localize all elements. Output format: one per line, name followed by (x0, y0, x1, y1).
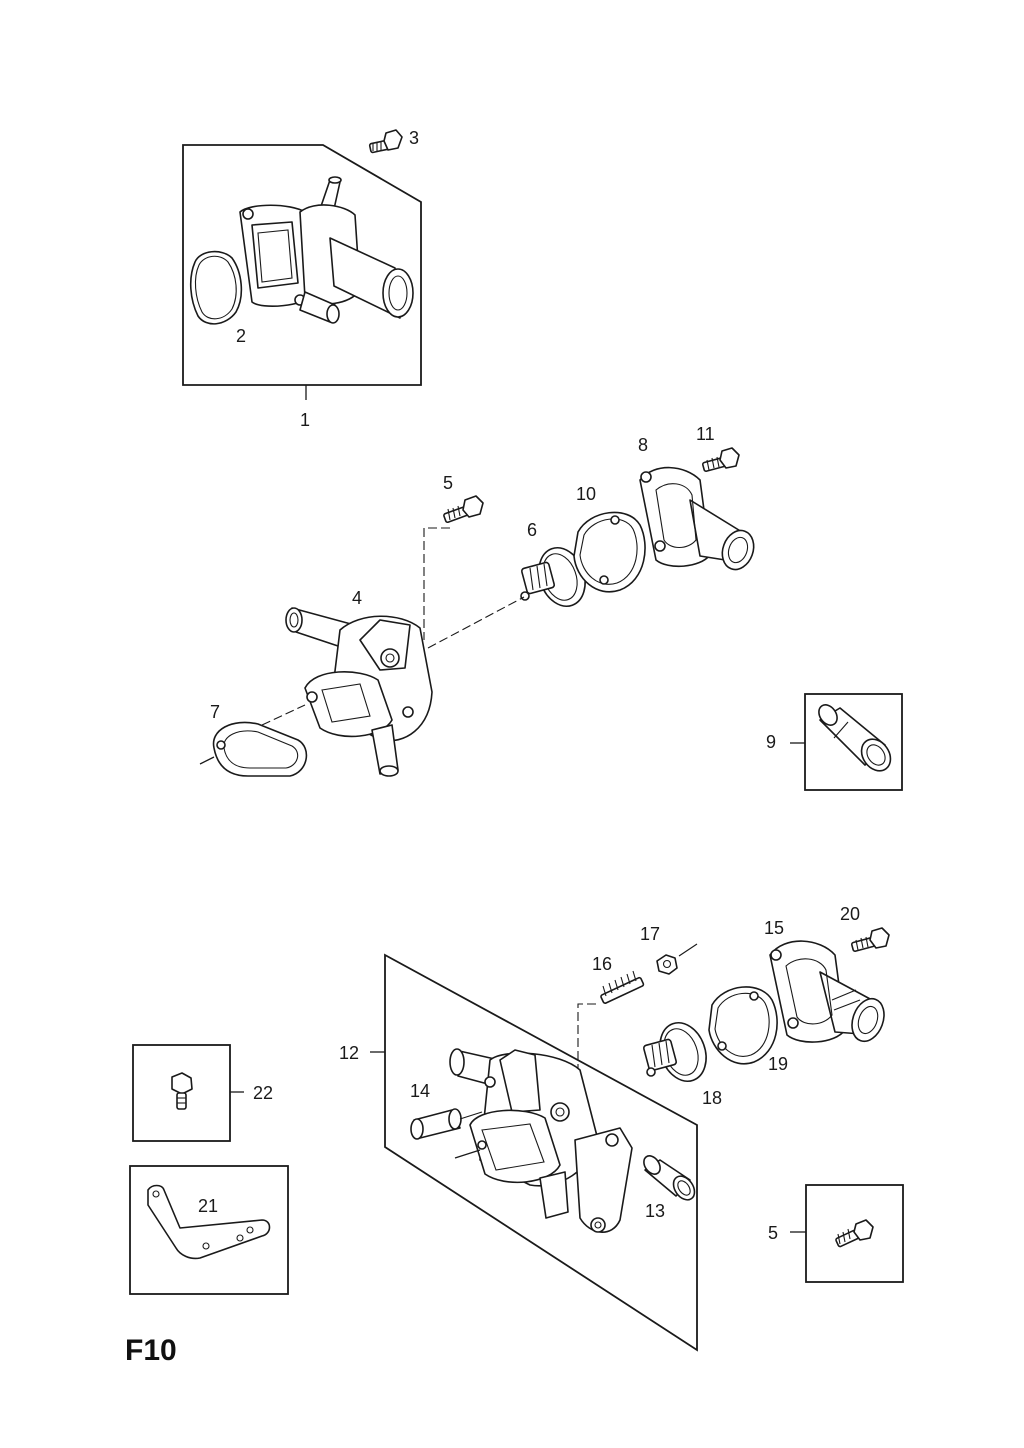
callout-11: 11 (696, 424, 715, 444)
part-10-gasket (573, 511, 646, 593)
part-12-thermostat-housing (449, 1048, 633, 1233)
assembly-line-stud-16 (577, 1003, 596, 1090)
callout-13: 13 (645, 1201, 665, 1221)
callout-1: 1 (300, 410, 310, 430)
page-code: F10 (125, 1334, 177, 1367)
callout-3: 3 (409, 128, 419, 148)
part-14-hose-pipe (410, 1108, 483, 1140)
callout-12: 12 (339, 1043, 359, 1063)
assembly-line-bolt-5 (423, 527, 450, 640)
callout-17: 17 (640, 924, 660, 944)
part-2-gasket (189, 250, 243, 325)
callout-22: 22 (253, 1083, 273, 1103)
part-22-frame (132, 1044, 244, 1142)
part-8-outlet-cover (639, 466, 755, 571)
callout-6: 6 (527, 520, 537, 540)
callout-10: 10 (576, 484, 596, 504)
part-15-outlet-cover (769, 940, 885, 1043)
callout-9: 9 (766, 732, 776, 752)
callout-20: 20 (840, 904, 860, 924)
callout-2: 2 (236, 326, 246, 346)
callout-5-lower: 5 (768, 1223, 778, 1243)
part-22-bolt (171, 1072, 193, 1110)
part-18-thermostat (642, 1022, 707, 1082)
callout-14: 14 (410, 1081, 430, 1101)
part-16-stud (600, 970, 645, 1004)
part-3-bolt (368, 129, 403, 154)
part-7-gasket (199, 721, 308, 777)
part-1-thermostat-housing (239, 176, 414, 324)
part-17-nut (656, 943, 698, 975)
part-20-bolt (850, 927, 890, 953)
part-9-hose-connector (818, 704, 892, 772)
part-21-bracket (147, 1184, 271, 1260)
callout-15: 15 (764, 918, 784, 938)
part-4-thermostat-housing (285, 607, 433, 777)
callout-16: 16 (592, 954, 612, 974)
callout-19: 19 (768, 1054, 788, 1074)
assembly-line-thermostat (427, 596, 525, 649)
assembly-line-gasket-7 (261, 704, 306, 726)
part-19-gasket (708, 986, 778, 1065)
callout-21: 21 (198, 1196, 218, 1216)
callout-18: 18 (702, 1088, 722, 1108)
part-6-thermostat (520, 547, 586, 607)
callout-4: 4 (352, 588, 362, 608)
part-5-bolt-upper (443, 495, 484, 524)
callout-5-upper: 5 (443, 473, 453, 493)
part-5-bolt-lower (835, 1219, 874, 1248)
assembly-line-gasket-12 (454, 1149, 481, 1159)
part-13-hose-pipe (643, 1155, 696, 1201)
part-11-bolt (701, 447, 740, 473)
callout-8: 8 (638, 435, 648, 455)
callout-7: 7 (210, 702, 220, 722)
